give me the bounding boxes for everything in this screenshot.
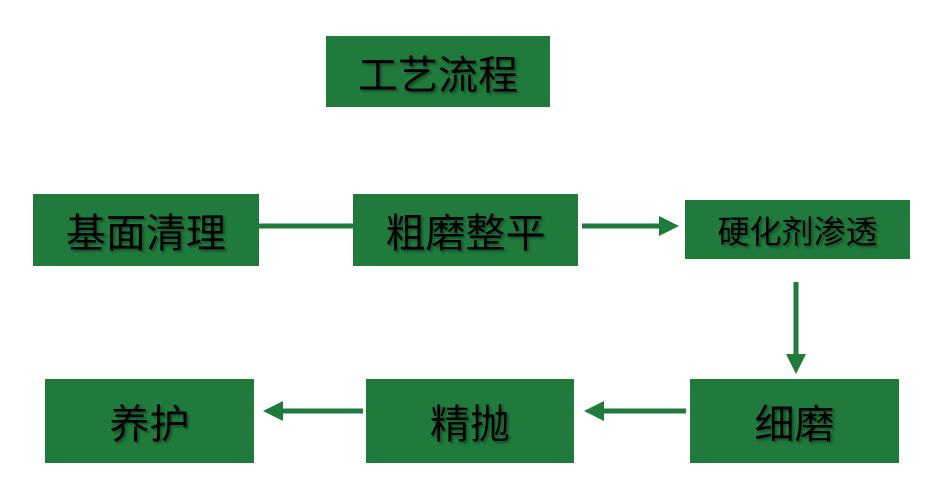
- node-label: 硬化剂渗透: [717, 212, 878, 251]
- node-hardener-penetration: 硬化剂渗透: [685, 200, 910, 259]
- node-label: 粗磨整平: [385, 211, 546, 257]
- node-label: 精抛: [430, 402, 510, 448]
- node-label: 细磨: [754, 402, 835, 448]
- node-fine-grinding: 细磨: [690, 379, 899, 463]
- node-label: 养护: [109, 402, 190, 448]
- node-label: 基面清理: [66, 211, 226, 257]
- node-rough-grinding: 粗磨整平: [353, 194, 578, 266]
- node-fine-polishing: 精抛: [366, 379, 574, 463]
- diagram-title-text: 工艺流程: [358, 52, 518, 99]
- node-curing: 养护: [45, 379, 254, 463]
- node-basement-cleaning: 基面清理: [33, 194, 259, 266]
- diagram-title: 工艺流程: [326, 36, 550, 107]
